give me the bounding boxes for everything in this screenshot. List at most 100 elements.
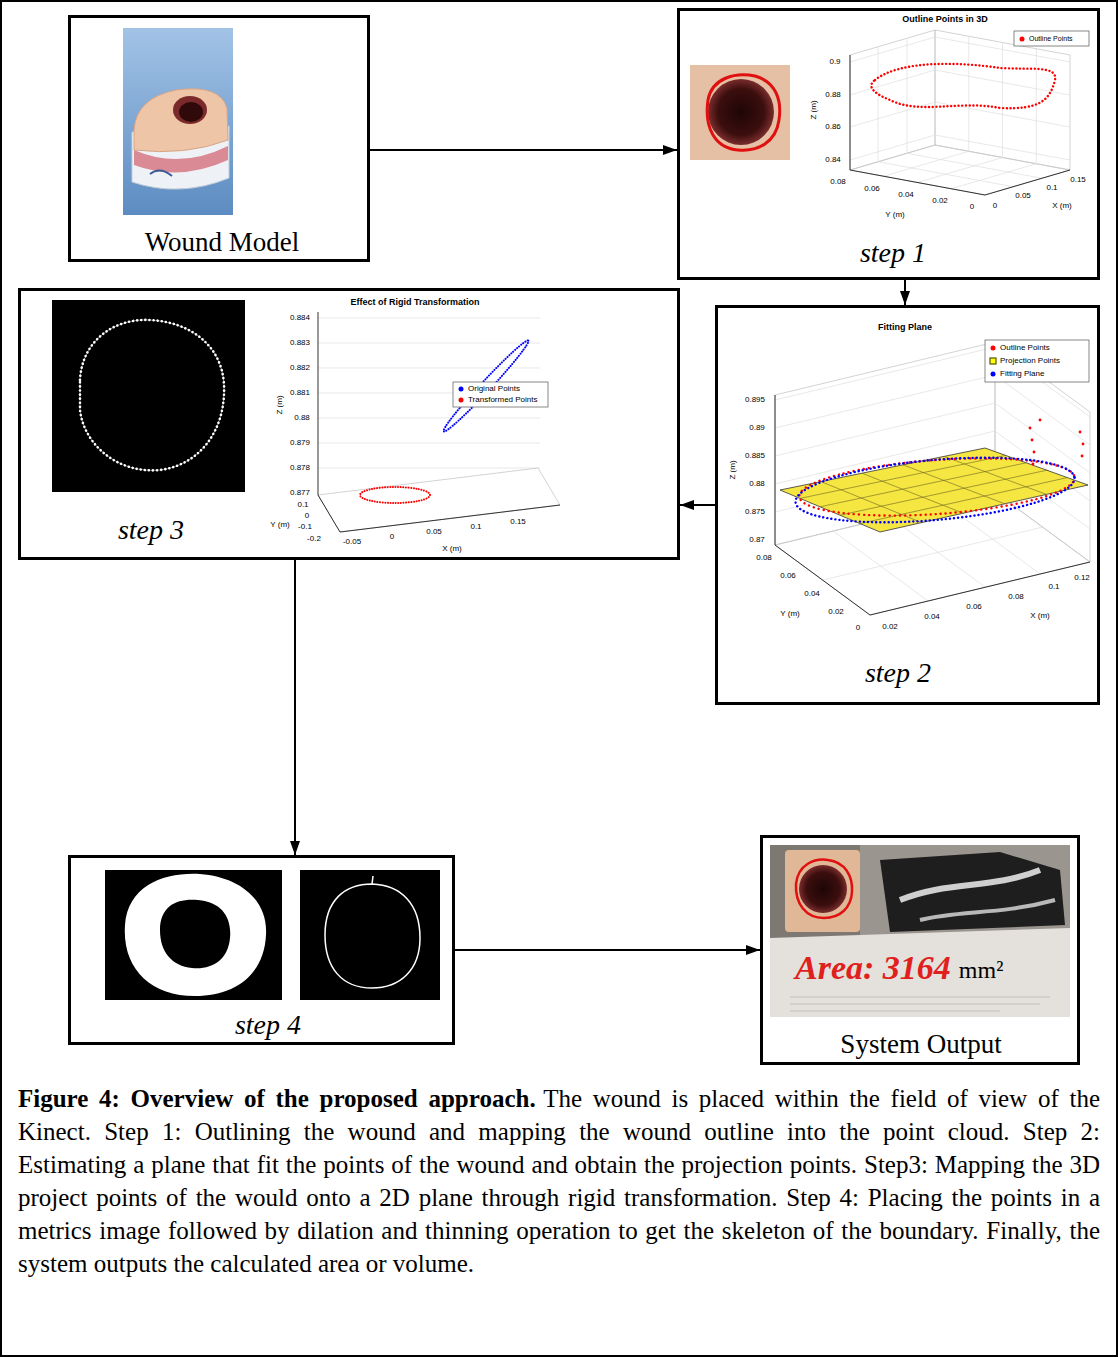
plot-axes bbox=[775, 395, 1090, 615]
skeleton-image bbox=[300, 870, 440, 1000]
legend-box bbox=[453, 382, 548, 407]
tick-label: 0.02 bbox=[932, 197, 948, 206]
tick-label: 0.06 bbox=[966, 603, 982, 612]
figure-caption: Figure 4: Overview of the proposed appro… bbox=[18, 1082, 1100, 1280]
axis-title: Y (m) bbox=[885, 211, 904, 220]
boundary-points bbox=[80, 320, 224, 470]
tick-label: 0.04 bbox=[924, 613, 940, 622]
model-skin bbox=[134, 89, 228, 152]
photo-wound bbox=[799, 865, 847, 913]
tick-label: 0.12 bbox=[1074, 574, 1090, 583]
plot-title: Fitting Plane bbox=[878, 323, 932, 333]
step-box: step 4 bbox=[68, 855, 455, 1045]
wound-model-photo bbox=[123, 28, 233, 215]
photo-paper bbox=[770, 928, 1070, 1017]
tick-label: 0.05 bbox=[1015, 192, 1031, 201]
box-label: step 4 bbox=[235, 1009, 301, 1041]
plot-axes bbox=[318, 312, 560, 532]
dilated-image bbox=[105, 870, 282, 1000]
tick-label: 0.885 bbox=[745, 452, 765, 461]
tick-label: 0.08 bbox=[756, 554, 772, 563]
axis-title: Z (m) bbox=[276, 395, 285, 414]
axis-title: X (m) bbox=[442, 545, 462, 554]
outline-points bbox=[1029, 419, 1085, 466]
tick-label: 0.06 bbox=[780, 572, 796, 581]
tick-label: 0.881 bbox=[290, 389, 310, 398]
photo-wall bbox=[860, 845, 1070, 935]
plot-axes bbox=[850, 55, 1070, 195]
legend-text: Transformed Points bbox=[468, 396, 538, 405]
photo-cable bbox=[920, 900, 1055, 920]
legend-swatch bbox=[991, 372, 996, 377]
tick-label: 0.9 bbox=[829, 58, 840, 67]
tick-label: 0.879 bbox=[290, 439, 310, 448]
tick-label: 0.878 bbox=[290, 464, 310, 473]
skeleton-spur bbox=[372, 876, 373, 884]
tick-label: 0 bbox=[305, 512, 309, 521]
legend-swatch bbox=[459, 398, 464, 403]
plot-grid bbox=[775, 347, 1090, 601]
plot-title: Effect of Rigid Transformation bbox=[350, 298, 479, 308]
legend-text: Projection Points bbox=[1000, 357, 1060, 366]
tick-label: 0.84 bbox=[825, 156, 841, 165]
plot-floor bbox=[318, 468, 560, 532]
axis-title: Z (m) bbox=[729, 460, 738, 479]
tick-label: 0.1 bbox=[297, 501, 308, 510]
tick-label: 0.15 bbox=[1070, 176, 1086, 185]
plot-floor bbox=[850, 145, 1070, 195]
outline-photo bbox=[690, 65, 790, 160]
tick-label: 0 bbox=[970, 203, 974, 212]
tick-label: -0.05 bbox=[343, 538, 361, 547]
legend-text: Outline Points bbox=[1029, 35, 1073, 43]
skeleton-boundary bbox=[325, 884, 420, 988]
caption-title: Figure 4: Overview of the proposed appro… bbox=[18, 1085, 536, 1112]
box-label: Wound Model bbox=[145, 227, 300, 258]
projection-points bbox=[793, 448, 1077, 532]
tick-label: -0.1 bbox=[298, 523, 312, 532]
box-label: step 1 bbox=[860, 237, 926, 269]
legend-text: Outline Points bbox=[1000, 344, 1050, 353]
image-background bbox=[300, 870, 440, 1000]
tick-label: 0.882 bbox=[290, 364, 310, 373]
step-box: step 1 bbox=[677, 8, 1100, 280]
legend-box bbox=[985, 340, 1089, 382]
tick-label: 0.15 bbox=[510, 518, 526, 527]
flow-arrow bbox=[904, 280, 906, 305]
axis-title: X (m) bbox=[1030, 612, 1050, 621]
tick-label: 0.88 bbox=[294, 414, 310, 423]
legend-swatch bbox=[991, 346, 996, 351]
legend-swatch bbox=[990, 358, 997, 365]
tick-label: 0 bbox=[390, 533, 394, 542]
legend-swatch bbox=[459, 387, 464, 392]
area-readout: Area: 3164 bbox=[795, 949, 951, 986]
transformed-points bbox=[360, 487, 430, 503]
fitting-plane-plot bbox=[775, 340, 1090, 615]
tick-label: 0.875 bbox=[745, 508, 765, 517]
tick-label: 0.1 bbox=[1048, 583, 1059, 592]
tick-label: 0.86 bbox=[825, 123, 841, 132]
tick-label: 0.05 bbox=[426, 528, 442, 537]
fitting-plane bbox=[780, 448, 1088, 532]
model-marking bbox=[150, 170, 172, 176]
plot-title: Outline Points in 3D bbox=[902, 15, 988, 25]
photo-background bbox=[770, 845, 1070, 1017]
flow-arrow bbox=[455, 949, 760, 951]
unit-label: mm² bbox=[959, 957, 1004, 983]
plane-grid bbox=[800, 455, 1067, 523]
axis-title: Y (m) bbox=[780, 610, 799, 619]
boundary-trace bbox=[80, 320, 224, 470]
axis-title: X (m) bbox=[1052, 202, 1072, 211]
image-background bbox=[52, 300, 245, 492]
tick-label: 0.04 bbox=[804, 590, 820, 599]
legend-text: Original Points bbox=[468, 385, 520, 394]
box-label: step 2 bbox=[865, 657, 931, 689]
tick-label: 0.89 bbox=[749, 424, 765, 433]
step-box: step 3 bbox=[18, 288, 680, 560]
tick-label: 0.87 bbox=[749, 536, 765, 545]
step-box: step 2 bbox=[715, 305, 1100, 705]
paper-print bbox=[790, 997, 1050, 1011]
tick-label: 0.04 bbox=[898, 191, 914, 200]
photo-cable bbox=[900, 870, 1040, 900]
tick-label: 0.88 bbox=[749, 480, 765, 489]
